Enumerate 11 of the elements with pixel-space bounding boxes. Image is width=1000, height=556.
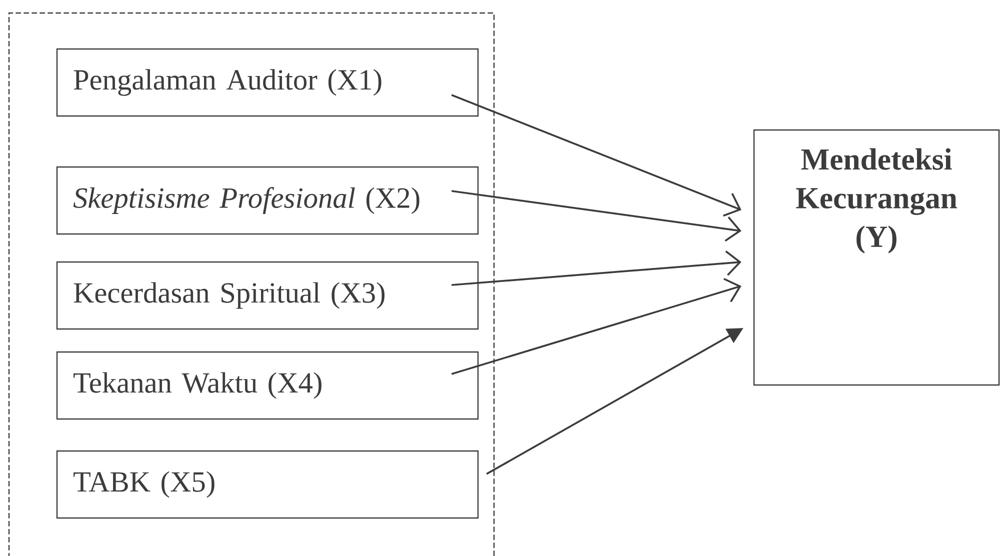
outcome-box: Mendeteksi Kecurangan (Y)	[753, 129, 1000, 386]
variable-box: Kecerdasan Spiritual (X3)	[56, 261, 479, 330]
variable-box: TABK (X5)	[56, 450, 479, 519]
dashed-group-frame	[8, 12, 495, 556]
arrow	[451, 190, 742, 242]
arrow	[451, 94, 742, 217]
variable-box: Skeptisisme Profesional (X2)	[56, 166, 479, 235]
arrow	[452, 250, 742, 286]
variable-box: Pengalaman Auditor (X1)	[56, 48, 479, 117]
variable-box: Tekanan Waktu (X4)	[56, 351, 479, 420]
arrow	[451, 278, 742, 375]
